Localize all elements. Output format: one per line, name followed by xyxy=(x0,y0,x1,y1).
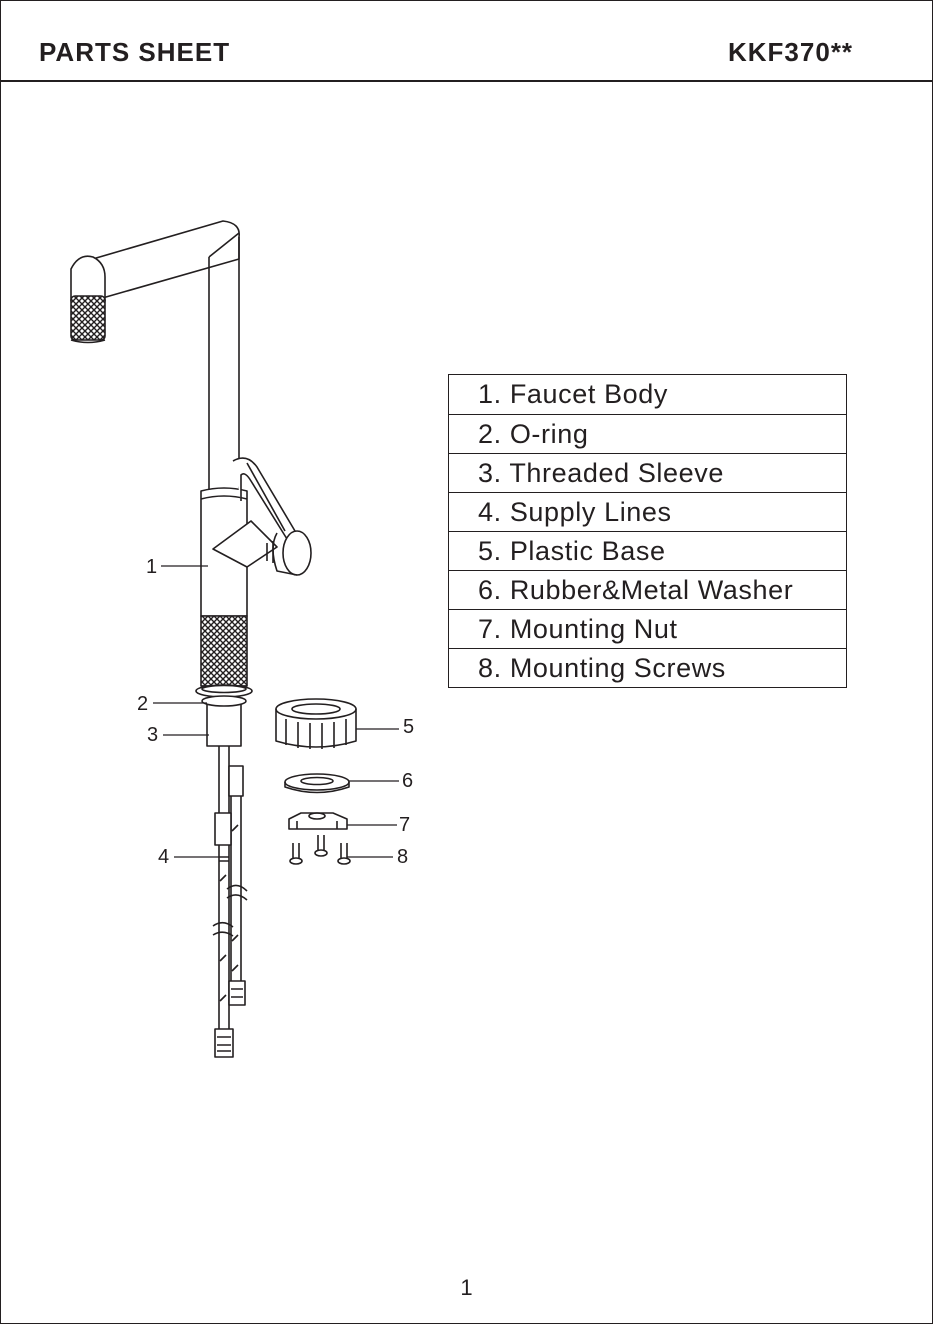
body-knurled-section xyxy=(201,616,247,686)
spout-head xyxy=(71,256,105,301)
mounting-screws xyxy=(290,835,350,864)
callout-1: 1 xyxy=(146,557,157,577)
plastic-base xyxy=(276,699,356,749)
parts-list-item: 4. Supply Lines xyxy=(449,492,846,531)
callout-5: 5 xyxy=(403,717,414,737)
handle-cap xyxy=(283,531,311,575)
parts-list-item: 8. Mounting Screws xyxy=(449,648,846,687)
aerator-knurled xyxy=(71,296,105,340)
parts-list: 1. Faucet Body 2. O-ring 3. Threaded Sle… xyxy=(448,374,847,688)
parts-list-item: 5. Plastic Base xyxy=(449,531,846,570)
supply-lines xyxy=(213,746,247,1057)
callout-8: 8 xyxy=(397,847,408,867)
callout-4: 4 xyxy=(158,847,169,867)
parts-list-item: 3. Threaded Sleeve xyxy=(449,453,846,492)
callout-3: 3 xyxy=(147,725,158,745)
page-number: 1 xyxy=(1,1275,932,1301)
parts-list-item: 7. Mounting Nut xyxy=(449,609,846,648)
callout-2: 2 xyxy=(137,694,148,714)
rubber-metal-washer xyxy=(285,774,349,793)
riser-tube xyxy=(209,237,239,491)
mounting-nut xyxy=(289,813,347,829)
parts-list-item: 6. Rubber&Metal Washer xyxy=(449,570,846,609)
callout-6: 6 xyxy=(402,771,413,791)
parts-list-item: 1. Faucet Body xyxy=(449,375,846,414)
callout-7: 7 xyxy=(399,815,410,835)
parts-list-item: 2. O-ring xyxy=(449,414,846,453)
